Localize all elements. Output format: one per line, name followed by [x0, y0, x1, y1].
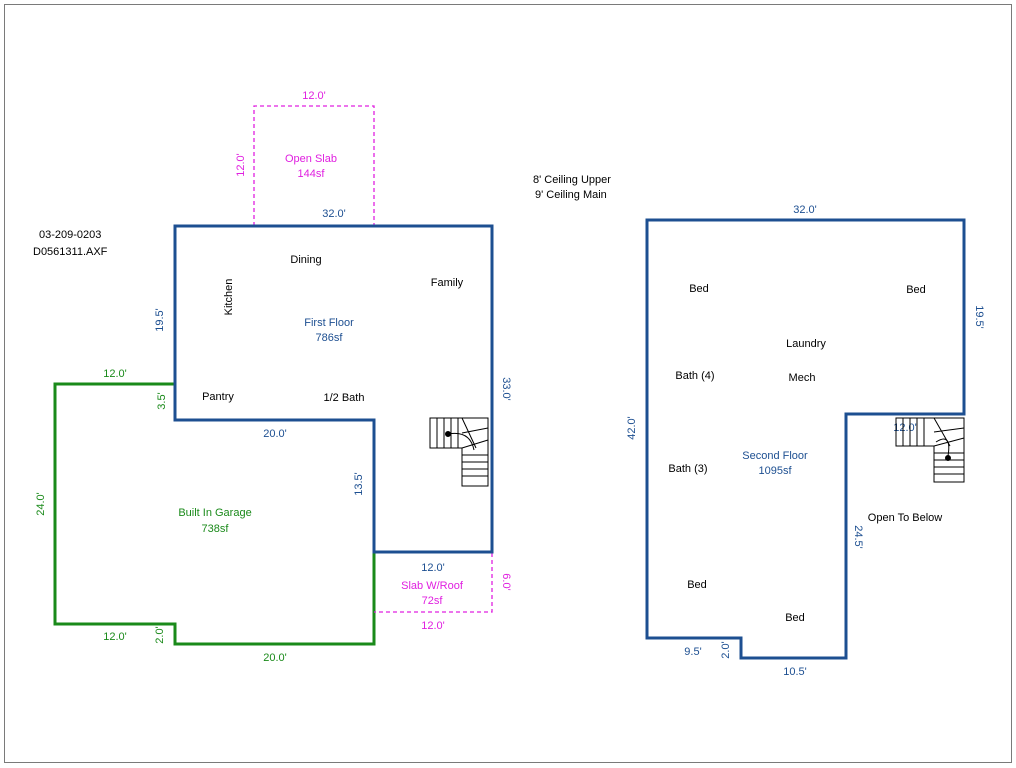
room-mech: Mech [789, 372, 816, 384]
first-floor-dim-notch-bottom: 20.0' [263, 428, 287, 440]
ceiling-upper-note: 8' Ceiling Upper [533, 174, 611, 186]
garage-outline [53, 382, 376, 646]
open-to-below-label: Open To Below [868, 512, 942, 524]
room-bed-top-right: Bed [906, 284, 926, 296]
slab-roof-dim-right: 6.0' [500, 573, 512, 590]
open-slab-label: Open Slab [285, 153, 337, 165]
garage-dim-bottom: 20.0' [263, 652, 287, 664]
slab-roof-area-value: 72sf [422, 595, 444, 607]
second-floor-outline [645, 218, 966, 660]
room-dining: Dining [290, 254, 321, 266]
second-floor-dim-bottom: 10.5' [783, 666, 807, 678]
garage-dim-top: 12.0' [103, 368, 127, 380]
second-floor-label: Second Floor [742, 450, 808, 462]
second-floor-area-value: 1095sf [758, 465, 792, 477]
room-bath-4: Bath (4) [675, 370, 714, 382]
second-floor-dim-left: 42.0' [626, 416, 638, 440]
second-floor-dim-bottom-left: 9.5' [684, 646, 701, 658]
slab-roof-label: Slab W/Roof [401, 580, 464, 592]
first-floor-outline [173, 224, 494, 554]
room-pantry: Pantry [202, 391, 234, 403]
parcel-id: 03-209-0203 [39, 229, 101, 241]
first-floor-area: 32.0' 19.5' 33.0' 20.0' 13.5' Dining Kit… [154, 208, 512, 554]
room-bed-bottom-right: Bed [785, 612, 805, 624]
open-slab-area-value: 144sf [298, 168, 326, 180]
garage-area-value: 738sf [202, 523, 230, 535]
first-floor-dim-right: 33.0' [500, 377, 512, 401]
first-floor-dim-notch-side: 13.5' [353, 472, 365, 496]
second-floor-dim-top: 32.0' [793, 204, 817, 216]
garage-dim-jog: 2.0' [154, 626, 166, 643]
room-kitchen: Kitchen [223, 279, 235, 316]
first-floor-dim-left: 19.5' [154, 308, 166, 332]
open-slab-dim-left: 12.0' [235, 153, 247, 177]
second-floor-stairs-icon [895, 417, 965, 483]
first-floor-stairs-icon [429, 417, 489, 487]
room-bed-bottom-left: Bed [687, 579, 707, 591]
slab-roof-area: 12.0' 6.0' 12.0' Slab W/Roof 72sf [374, 551, 512, 632]
second-floor-dim-notch-top: 12.0' [893, 422, 917, 434]
garage-dim-bottom-left: 12.0' [103, 631, 127, 643]
ceiling-main-note: 9' Ceiling Main [535, 189, 607, 201]
second-floor-dim-jog: 2.0' [720, 641, 732, 658]
room-bath-3: Bath (3) [668, 463, 707, 475]
open-slab-outline [253, 105, 375, 226]
file-name: D0561311.AXF [33, 246, 108, 258]
garage-area: 12.0' 3.5' 24.0' 12.0' 2.0' 20.0' Built … [35, 368, 376, 664]
room-family: Family [431, 277, 464, 289]
slab-roof-dim-top: 12.0' [421, 562, 445, 574]
room-laundry: Laundry [786, 338, 826, 350]
slab-roof-dim-bottom: 12.0' [421, 620, 445, 632]
first-floor-label: First Floor [304, 317, 354, 329]
second-floor-dim-right: 19.5' [973, 305, 985, 329]
room-bed-top-left: Bed [689, 283, 709, 295]
garage-dim-left: 24.0' [35, 492, 47, 516]
room-half-bath: 1/2 Bath [324, 392, 365, 404]
open-slab-area: 12.0' 12.0' Open Slab 144sf [235, 90, 375, 226]
garage-label: Built In Garage [178, 507, 251, 519]
garage-dim-top-right: 3.5' [156, 392, 168, 409]
second-floor-area: 32.0' 19.5' 42.0' 12.0' 24.5' 9.5' 2.0' … [626, 204, 985, 678]
open-slab-dim-top: 12.0' [302, 90, 326, 102]
first-floor-area-value: 786sf [316, 332, 344, 344]
second-floor-dim-notch-side: 24.5' [852, 525, 864, 549]
first-floor-dim-top: 32.0' [322, 208, 346, 220]
